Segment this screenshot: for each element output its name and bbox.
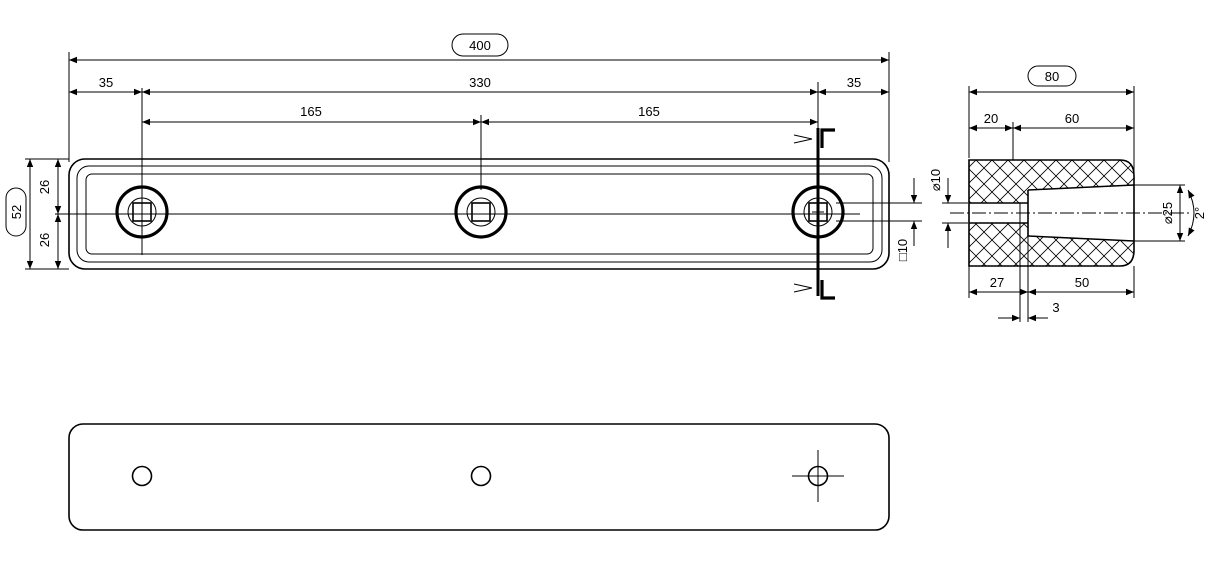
section-cut-line [793,128,835,300]
dim-taper-angle: 2° [1192,207,1207,219]
dim-counterbore-diameter: ⌀25 [1160,202,1175,224]
dim-side-bottom-left: 27 [990,275,1004,290]
side-overall-frame [1027,65,1077,87]
dim-half-top: 26 [37,180,52,194]
section-outline [968,159,1135,267]
dim-side-top-left: 20 [984,111,998,126]
dim-half-left: 165 [300,104,322,119]
front-view: 400 35 330 35 165 165 [5,33,922,300]
dim-square-hole: □10 [895,239,910,261]
bottom-view [68,423,890,531]
dim-half-bottom: 26 [37,233,52,247]
dim-side-overall: 80 [1045,69,1059,84]
bottom-hole-left [131,465,153,487]
bottom-outline [68,423,890,531]
dim-side-bottom-right: 50 [1075,275,1089,290]
dim-height: 52 [9,205,24,219]
dim-edge-right: 35 [847,75,861,90]
bottom-hole-right [792,450,844,502]
dim-half-right: 165 [638,104,660,119]
dim-edge-left: 35 [99,75,113,90]
bottom-hole-middle [470,465,492,487]
height-frame [5,187,27,237]
dim-side-top-right: 60 [1065,111,1079,126]
dim-bore-diameter: ⌀10 [928,169,943,191]
side-section-view: 80 20 60 ⌀10 ⌀25 2° 27 50 3 [928,65,1207,322]
hole-left [115,185,169,239]
dim-overall-length: 400 [469,38,491,53]
dim-hole-span: 330 [469,75,491,90]
overall-length-frame [451,33,509,57]
dim-step: 3 [1052,300,1059,315]
hole-middle [454,185,508,239]
